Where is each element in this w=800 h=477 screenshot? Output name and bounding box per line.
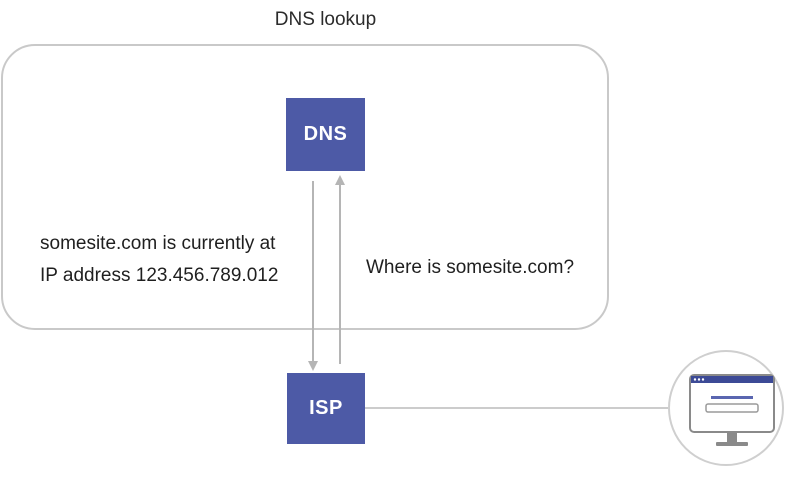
computer-monitor-icon xyxy=(689,374,775,446)
response-label-line2: IP address 123.456.789.012 xyxy=(40,265,279,286)
computer-node xyxy=(668,350,784,466)
dns-lookup-group xyxy=(1,44,609,330)
response-label: somesite.com is currently at IP address … xyxy=(40,228,278,292)
dns-node: DNS xyxy=(286,98,365,171)
query-label: Where is somesite.com? xyxy=(366,257,575,278)
diagram-title: DNS lookup xyxy=(274,9,377,30)
response-label-line1: somesite.com is currently at xyxy=(40,233,276,254)
isp-node: ISP xyxy=(287,373,365,444)
